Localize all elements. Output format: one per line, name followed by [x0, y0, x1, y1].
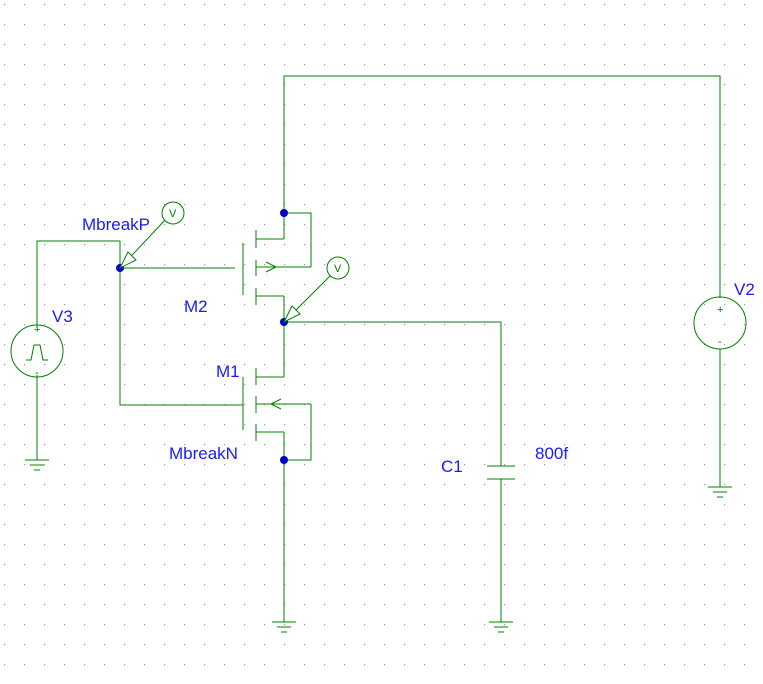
- m1-name-label: M1: [216, 362, 240, 381]
- c1-name-label: C1: [441, 457, 463, 476]
- v2-minus-sign: -: [718, 336, 722, 348]
- ground-symbol-v3: [25, 459, 49, 471]
- probe-symbol: V: [169, 208, 177, 220]
- ground-symbol-c1: [489, 621, 513, 633]
- ground-symbol-m1: [272, 621, 296, 633]
- m1-model-label: MbreakN: [169, 444, 238, 463]
- probe-symbol: V: [334, 263, 342, 275]
- m2-model-label: MbreakP: [82, 215, 150, 234]
- wire-gate-node-to-m1-gate[interactable]: [119, 268, 243, 406]
- m2-transistor[interactable]: [242, 212, 312, 308]
- m2-name-label: M2: [184, 297, 208, 316]
- v2-plus-sign: +: [717, 304, 723, 316]
- v3-name-label: V3: [52, 307, 73, 326]
- v2-name-label: V2: [734, 280, 755, 299]
- wire-vdd-rail[interactable]: [283, 75, 721, 298]
- wire-output-to-c1[interactable]: [284, 321, 502, 466]
- junction-dot: [280, 456, 288, 464]
- wire-v3-to-gate-node[interactable]: [36, 240, 121, 328]
- m1-transistor[interactable]: [242, 368, 312, 461]
- ground-symbol-v2: [708, 486, 732, 498]
- v3-minus-sign: -: [35, 367, 39, 379]
- v3-source[interactable]: + -: [10, 324, 64, 379]
- junction-dot: [280, 209, 288, 217]
- v2-source[interactable]: + -: [693, 296, 747, 350]
- voltage-probe-output[interactable]: V: [282, 256, 350, 324]
- c1-capacitor[interactable]: [487, 465, 515, 480]
- c1-value-label: 800f: [535, 444, 568, 463]
- v3-plus-sign: +: [34, 324, 40, 336]
- wires: [36, 75, 721, 622]
- voltage-probe-input[interactable]: V: [118, 201, 185, 270]
